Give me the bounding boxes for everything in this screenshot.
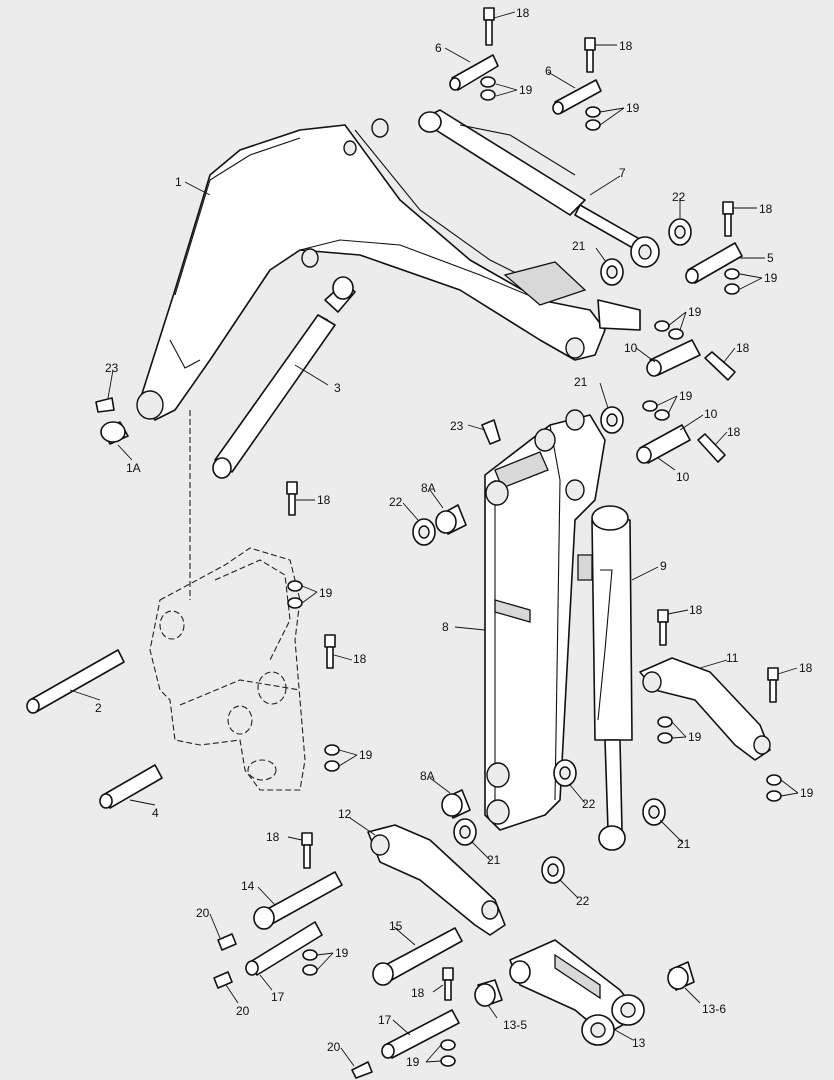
callout-12: 12 xyxy=(338,807,352,821)
callout-23-arm: 23 xyxy=(450,419,464,433)
pin-part-17-left[interactable] xyxy=(245,921,323,976)
callout-15: 15 xyxy=(389,919,403,933)
callout-22-d: 22 xyxy=(576,894,590,908)
callout-19-i: 19 xyxy=(800,786,814,800)
callout-21-b: 21 xyxy=(574,375,588,389)
callout-22-b: 22 xyxy=(389,495,403,509)
callout-labels: 1 1A 2 3 4 5 6 6 7 8 8A 8A 9 10 10 10 11… xyxy=(95,6,814,1069)
leader-lines xyxy=(69,11,799,1067)
boom-part-1[interactable] xyxy=(136,118,641,421)
callout-17-left: 17 xyxy=(271,990,285,1004)
callout-21-c: 21 xyxy=(487,853,501,867)
swing-bracket-phantom xyxy=(149,410,306,791)
callout-1: 1 xyxy=(175,175,182,189)
bolt-18-group[interactable] xyxy=(286,7,779,1001)
callout-19-e: 19 xyxy=(679,389,693,403)
callout-13: 13 xyxy=(632,1036,646,1050)
callout-23-left: 23 xyxy=(105,361,119,375)
callout-3: 3 xyxy=(334,381,341,395)
callout-13-6: 13-6 xyxy=(702,1002,726,1016)
boom-foot-bushing-1a[interactable] xyxy=(100,421,129,445)
bushing-13-5[interactable] xyxy=(474,979,503,1007)
callout-18-h: 18 xyxy=(689,603,703,617)
callout-20-b: 20 xyxy=(236,1004,250,1018)
callout-7: 7 xyxy=(619,166,626,180)
bushing-8a-group[interactable] xyxy=(435,504,471,819)
bucket-cylinder-part-9[interactable] xyxy=(577,505,633,851)
callout-1a: 1A xyxy=(126,461,141,475)
callout-9: 9 xyxy=(660,559,667,573)
callout-19-f: 19 xyxy=(319,586,333,600)
arm-cylinder-part-7[interactable] xyxy=(418,109,660,268)
callout-19-k: 19 xyxy=(406,1055,420,1069)
callout-18-d: 18 xyxy=(736,341,750,355)
callout-19-j: 19 xyxy=(335,946,349,960)
pin-part-6-left[interactable] xyxy=(449,54,499,91)
callout-13-5: 13-5 xyxy=(503,1018,527,1032)
callout-17-lower: 17 xyxy=(378,1013,392,1027)
callout-2: 2 xyxy=(95,701,102,715)
pin-part-6-right[interactable] xyxy=(552,79,602,115)
grease-fitting-23-left[interactable] xyxy=(95,397,115,413)
pin-part-10-lower[interactable] xyxy=(636,424,691,464)
callout-18-f: 18 xyxy=(317,493,331,507)
pin-part-4[interactable] xyxy=(99,764,163,809)
callout-21-d: 21 xyxy=(677,837,691,851)
pin-part-10-upper[interactable] xyxy=(646,339,701,377)
boom-cylinder-part-3[interactable] xyxy=(212,276,356,479)
callout-19-g: 19 xyxy=(359,748,373,762)
callout-18-c: 18 xyxy=(759,202,773,216)
callout-20-c: 20 xyxy=(327,1040,341,1054)
callout-8a-upper: 8A xyxy=(421,481,436,495)
callout-8a-lower: 8A xyxy=(420,769,435,783)
washer-group[interactable] xyxy=(412,218,692,884)
callout-18-e: 18 xyxy=(727,425,741,439)
callout-19-a: 19 xyxy=(519,83,533,97)
link-part-11[interactable] xyxy=(639,657,771,761)
callout-22-c: 22 xyxy=(582,797,596,811)
callout-19-b: 19 xyxy=(626,101,640,115)
callout-6-left: 6 xyxy=(435,41,442,55)
pin-part-15[interactable] xyxy=(372,927,463,986)
callout-18-b: 18 xyxy=(619,39,633,53)
pin-part-2[interactable] xyxy=(26,649,125,714)
callout-5: 5 xyxy=(767,251,774,265)
callout-19-d: 19 xyxy=(688,305,702,319)
callout-18-j: 18 xyxy=(266,830,280,844)
pin-part-14[interactable] xyxy=(253,871,343,930)
callout-18-k: 18 xyxy=(411,986,425,1000)
callout-21-a: 21 xyxy=(572,239,586,253)
callout-4: 4 xyxy=(152,806,159,820)
callout-18-a: 18 xyxy=(516,6,530,20)
grease-fitting-group[interactable] xyxy=(213,419,501,1079)
bushing-13-6[interactable] xyxy=(667,961,695,991)
callout-10-b: 10 xyxy=(704,407,718,421)
callout-8: 8 xyxy=(442,620,449,634)
callout-18-i: 18 xyxy=(799,661,813,675)
arm-part-8[interactable] xyxy=(484,409,606,831)
callout-19-h: 19 xyxy=(688,730,702,744)
callout-11: 11 xyxy=(726,651,739,665)
callout-20-a: 20 xyxy=(196,906,210,920)
link-part-12[interactable] xyxy=(367,824,506,936)
callout-22-a: 22 xyxy=(672,190,686,204)
callout-6-right: 6 xyxy=(545,64,552,78)
h-link-part-13[interactable] xyxy=(509,939,645,1046)
callout-10-a: 10 xyxy=(624,341,638,355)
pin-part-17-lower[interactable] xyxy=(381,1009,460,1059)
callout-10-c: 10 xyxy=(676,470,690,484)
pin-part-5[interactable] xyxy=(685,242,743,284)
callout-19-c: 19 xyxy=(764,271,778,285)
callout-18-g: 18 xyxy=(353,652,367,666)
callout-14: 14 xyxy=(241,879,255,893)
